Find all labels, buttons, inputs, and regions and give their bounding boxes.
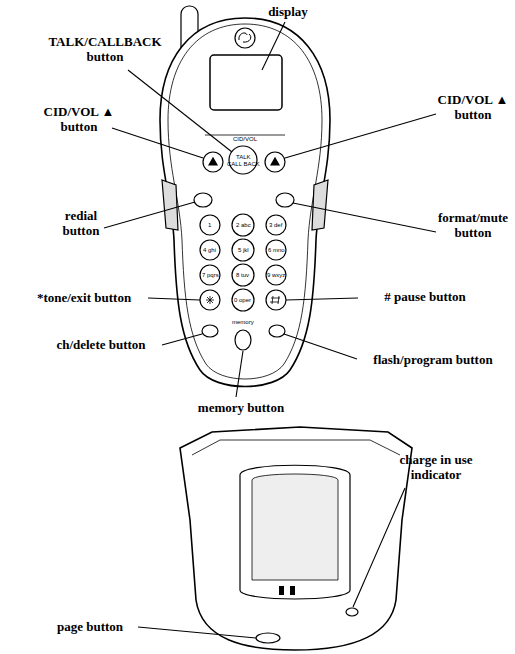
- callout-label: CID/VOL ▲ button: [38, 104, 120, 134]
- key-print: 9 wxyz: [267, 272, 285, 279]
- callout-label: format/mute button: [432, 210, 514, 240]
- callout-label: redial button: [50, 208, 112, 238]
- key-print: 3 def: [269, 222, 282, 229]
- callout-label: ch/delete button: [36, 337, 166, 352]
- callout-label: page button: [40, 619, 140, 634]
- callout-label: *tone/exit button: [18, 290, 150, 305]
- button-print: CALL BACK: [227, 161, 260, 168]
- callout-label: memory button: [186, 400, 296, 415]
- key-print: 6 mno: [268, 247, 285, 254]
- key-print: 5 jkl: [238, 247, 249, 254]
- button-print: memory: [232, 319, 254, 326]
- key-print: 7 pqrs: [202, 272, 219, 279]
- key-print: 4 ghi: [203, 247, 216, 254]
- key-print: 2 abc: [236, 222, 251, 229]
- callout-label: flash/program button: [355, 352, 511, 367]
- callout-label: display: [258, 4, 318, 19]
- button-print: CID/VOL: [233, 136, 257, 143]
- callout-label: TALK/CALLBACK button: [40, 34, 170, 64]
- key-print: 8 tuv: [236, 272, 249, 279]
- callout-label: CID/VOL ▲ button: [432, 92, 514, 122]
- callout-label: # pause button: [360, 289, 490, 304]
- key-print: 0 oper: [234, 297, 251, 304]
- button-print: TALK: [236, 154, 251, 161]
- key-print: 1: [208, 222, 211, 229]
- callout-label: charge in use indicator: [380, 452, 492, 482]
